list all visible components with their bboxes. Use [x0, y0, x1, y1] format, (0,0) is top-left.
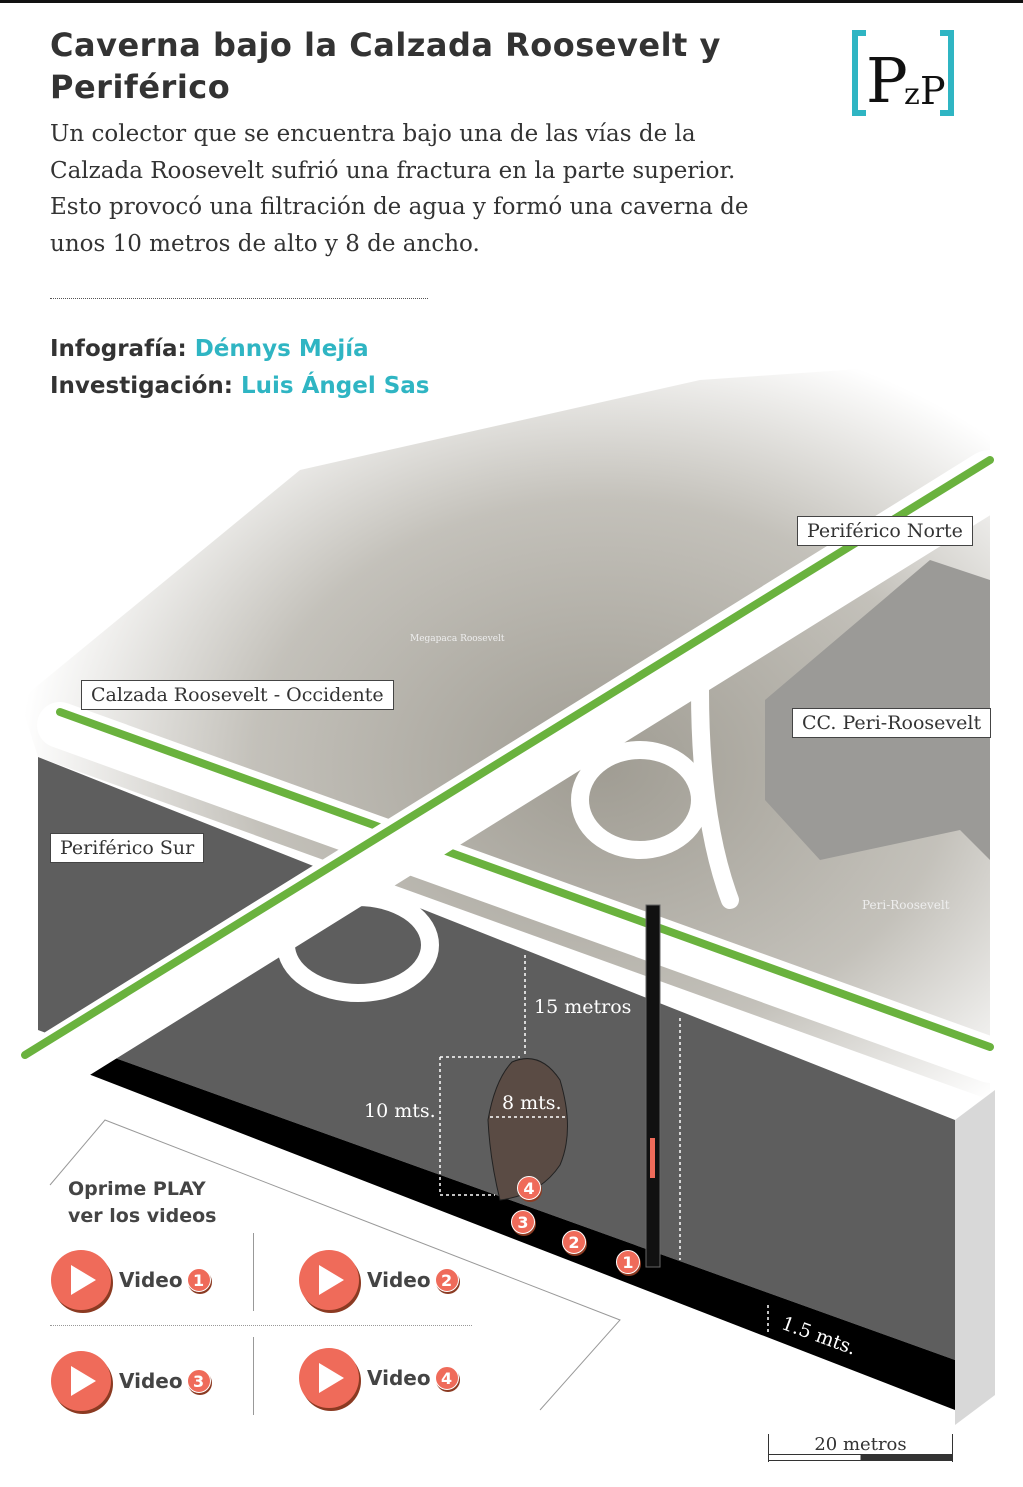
dotted-divider — [50, 298, 428, 299]
measure-depth: 15 metros — [534, 996, 632, 1018]
video-divider-v2 — [253, 1337, 254, 1415]
label-periferico-norte: Periférico Norte — [797, 516, 973, 546]
svg-text:z: z — [904, 77, 920, 112]
person-figure — [650, 1138, 655, 1178]
lead-paragraph: Un colector que se encuentra bajo una de… — [50, 121, 749, 257]
credit-infografia: Infografía: Dénnys Mejía — [50, 336, 369, 362]
label-cc-peri-roosevelt: CC. Peri-Roosevelt — [792, 708, 992, 738]
pzp-logo: P z P — [852, 30, 954, 116]
svg-text:P: P — [866, 44, 908, 116]
marker-2: 2 — [562, 1230, 586, 1254]
play-icon — [299, 1250, 359, 1310]
play-icon — [51, 1250, 111, 1310]
label-periferico-sur: Periférico Sur — [50, 833, 205, 863]
shaft — [645, 904, 661, 1268]
label-calzada-occidente: Calzada Roosevelt - Occidente — [81, 680, 394, 710]
measure-width: 8 mts. — [502, 1092, 562, 1114]
marker-1: 1 — [616, 1250, 640, 1274]
page-title: Caverna bajo la Calzada Roosevelt y Peri… — [50, 26, 721, 106]
marker-3: 3 — [511, 1210, 535, 1234]
marker-4: 4 — [517, 1176, 541, 1200]
tunnel-strip — [65, 1040, 955, 1410]
play-icon — [299, 1348, 359, 1408]
top-rule — [0, 0, 1023, 3]
video-divider-v1 — [253, 1233, 254, 1311]
block-side — [955, 1090, 995, 1425]
play-icon — [51, 1351, 111, 1411]
scale-bar: 20 metros — [768, 1434, 953, 1462]
measure-lines — [439, 955, 769, 1335]
roads — [0, 450, 1020, 1110]
video-divider-h — [50, 1325, 472, 1326]
callout-lines — [49, 1119, 621, 1411]
measure-height: 10 mts. — [364, 1100, 436, 1122]
svg-text:P: P — [920, 69, 946, 113]
aerial-photo — [20, 360, 990, 1100]
credit-investigacion: Investigación: Luis Ángel Sas — [50, 373, 430, 399]
map-label-megapaca: Megapaca Roosevelt — [410, 634, 505, 644]
map-label-peri: Peri-Roosevelt — [862, 898, 950, 912]
